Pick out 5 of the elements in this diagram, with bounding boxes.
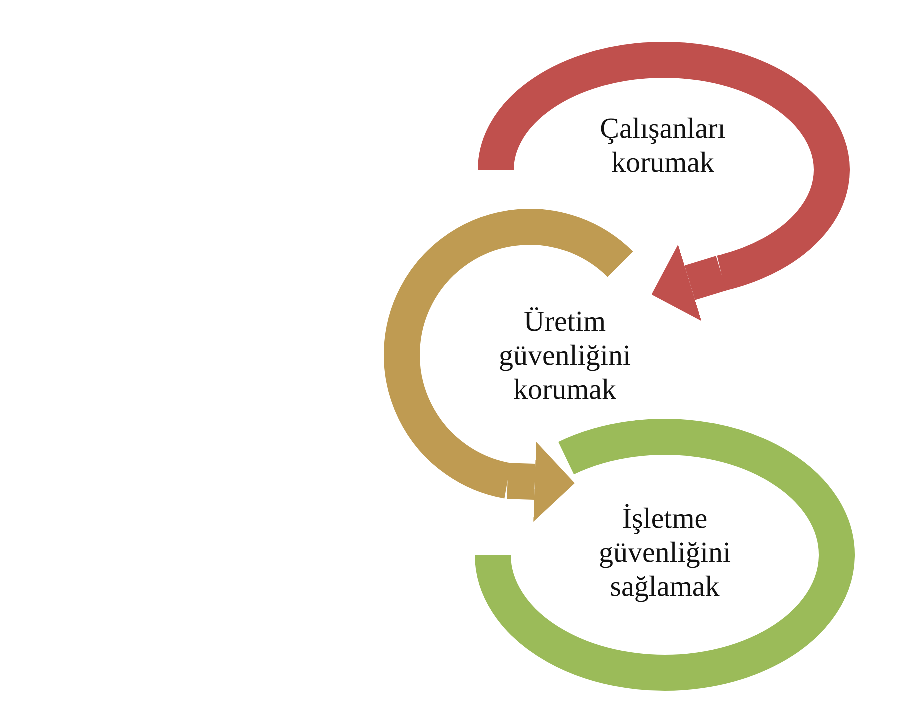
node-text: İşletme güvenliğini sağlamak [598, 502, 732, 604]
node-text: Çalışanları korumak [599, 112, 727, 180]
arrow [507, 442, 575, 522]
arrow [652, 244, 727, 322]
node-text: Üretim güvenliğini korumak [498, 305, 632, 407]
